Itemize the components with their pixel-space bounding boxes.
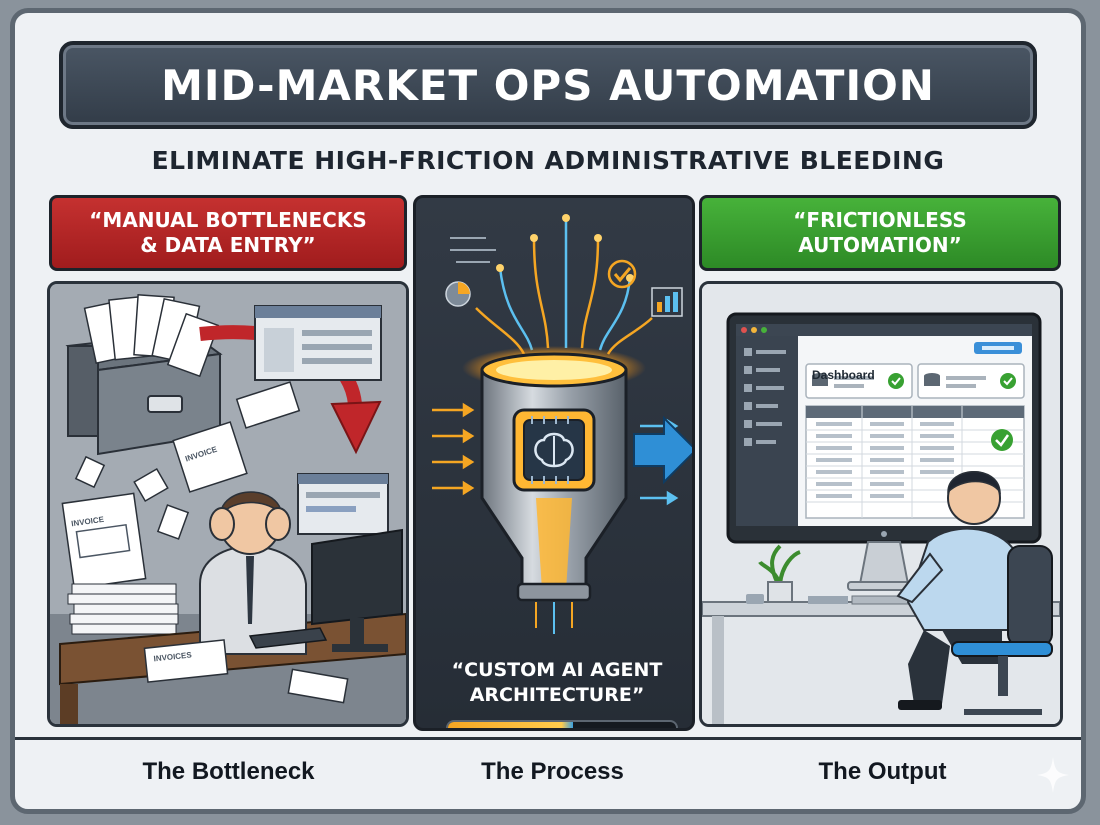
ai-brain-chip-icon: [512, 408, 596, 492]
output-arrow-icon: [633, 415, 692, 485]
process-progress-fill: [448, 722, 574, 728]
automation-label: “FRICTIONLESS AUTOMATION”: [699, 195, 1061, 271]
dashboard-title-wrap: Dashboard: [812, 364, 875, 383]
process-progress-bar: [446, 720, 678, 728]
title-banner: MID-MARKET OPS AUTOMATION: [59, 41, 1037, 129]
subtitle: ELIMINATE HIGH-FRICTION ADMINISTRATIVE B…: [151, 146, 945, 175]
invoices-pile-label: INVOICES: [153, 650, 193, 663]
caption-process: The Process: [481, 758, 624, 785]
sparkle-icon: [1037, 757, 1069, 793]
happy-worker-figure: [896, 471, 1021, 710]
automation-label-text: “FRICTIONLESS AUTOMATION”: [793, 208, 967, 257]
success-check-icon: [888, 373, 1016, 389]
office-chair-icon: [951, 545, 1053, 715]
bottleneck-label: “MANUAL BOTTLENECKS & DATA ENTRY”: [49, 195, 407, 271]
bar-chart-icon: [651, 287, 683, 317]
monitor-icon: [726, 312, 1042, 591]
plant-icon: [758, 544, 801, 605]
stressed-worker-figure: [199, 491, 307, 655]
bottleneck-label-text: “MANUAL BOTTLENECKS & DATA ENTRY”: [89, 208, 367, 257]
caption-output: The Output: [818, 758, 947, 785]
pie-chart-icon: [445, 281, 471, 307]
process-label: “CUSTOM AI AGENT ARCHITECTURE”: [451, 659, 663, 706]
bottleneck-panel: INVOICE INVOICE: [47, 281, 409, 727]
caption-bottleneck: The Bottleneck: [142, 758, 315, 785]
checkmark-icon: [607, 259, 637, 289]
output-panel: Dashboard: [699, 281, 1063, 727]
old-monitor-icon: [311, 528, 403, 652]
bottleneck-illustration: INVOICE INVOICE: [50, 284, 406, 724]
dashboard-title: Dashboard: [812, 368, 875, 382]
main-title: MID-MARKET OPS AUTOMATION: [161, 60, 935, 110]
caption-divider: [15, 737, 1081, 740]
output-illustration: [702, 284, 1060, 724]
infographic-frame: MID-MARKET OPS AUTOMATION ELIMINATE HIGH…: [10, 8, 1086, 814]
process-panel: “CUSTOM AI AGENT ARCHITECTURE”: [413, 195, 695, 731]
ai-funnel-illustration: [432, 214, 692, 634]
